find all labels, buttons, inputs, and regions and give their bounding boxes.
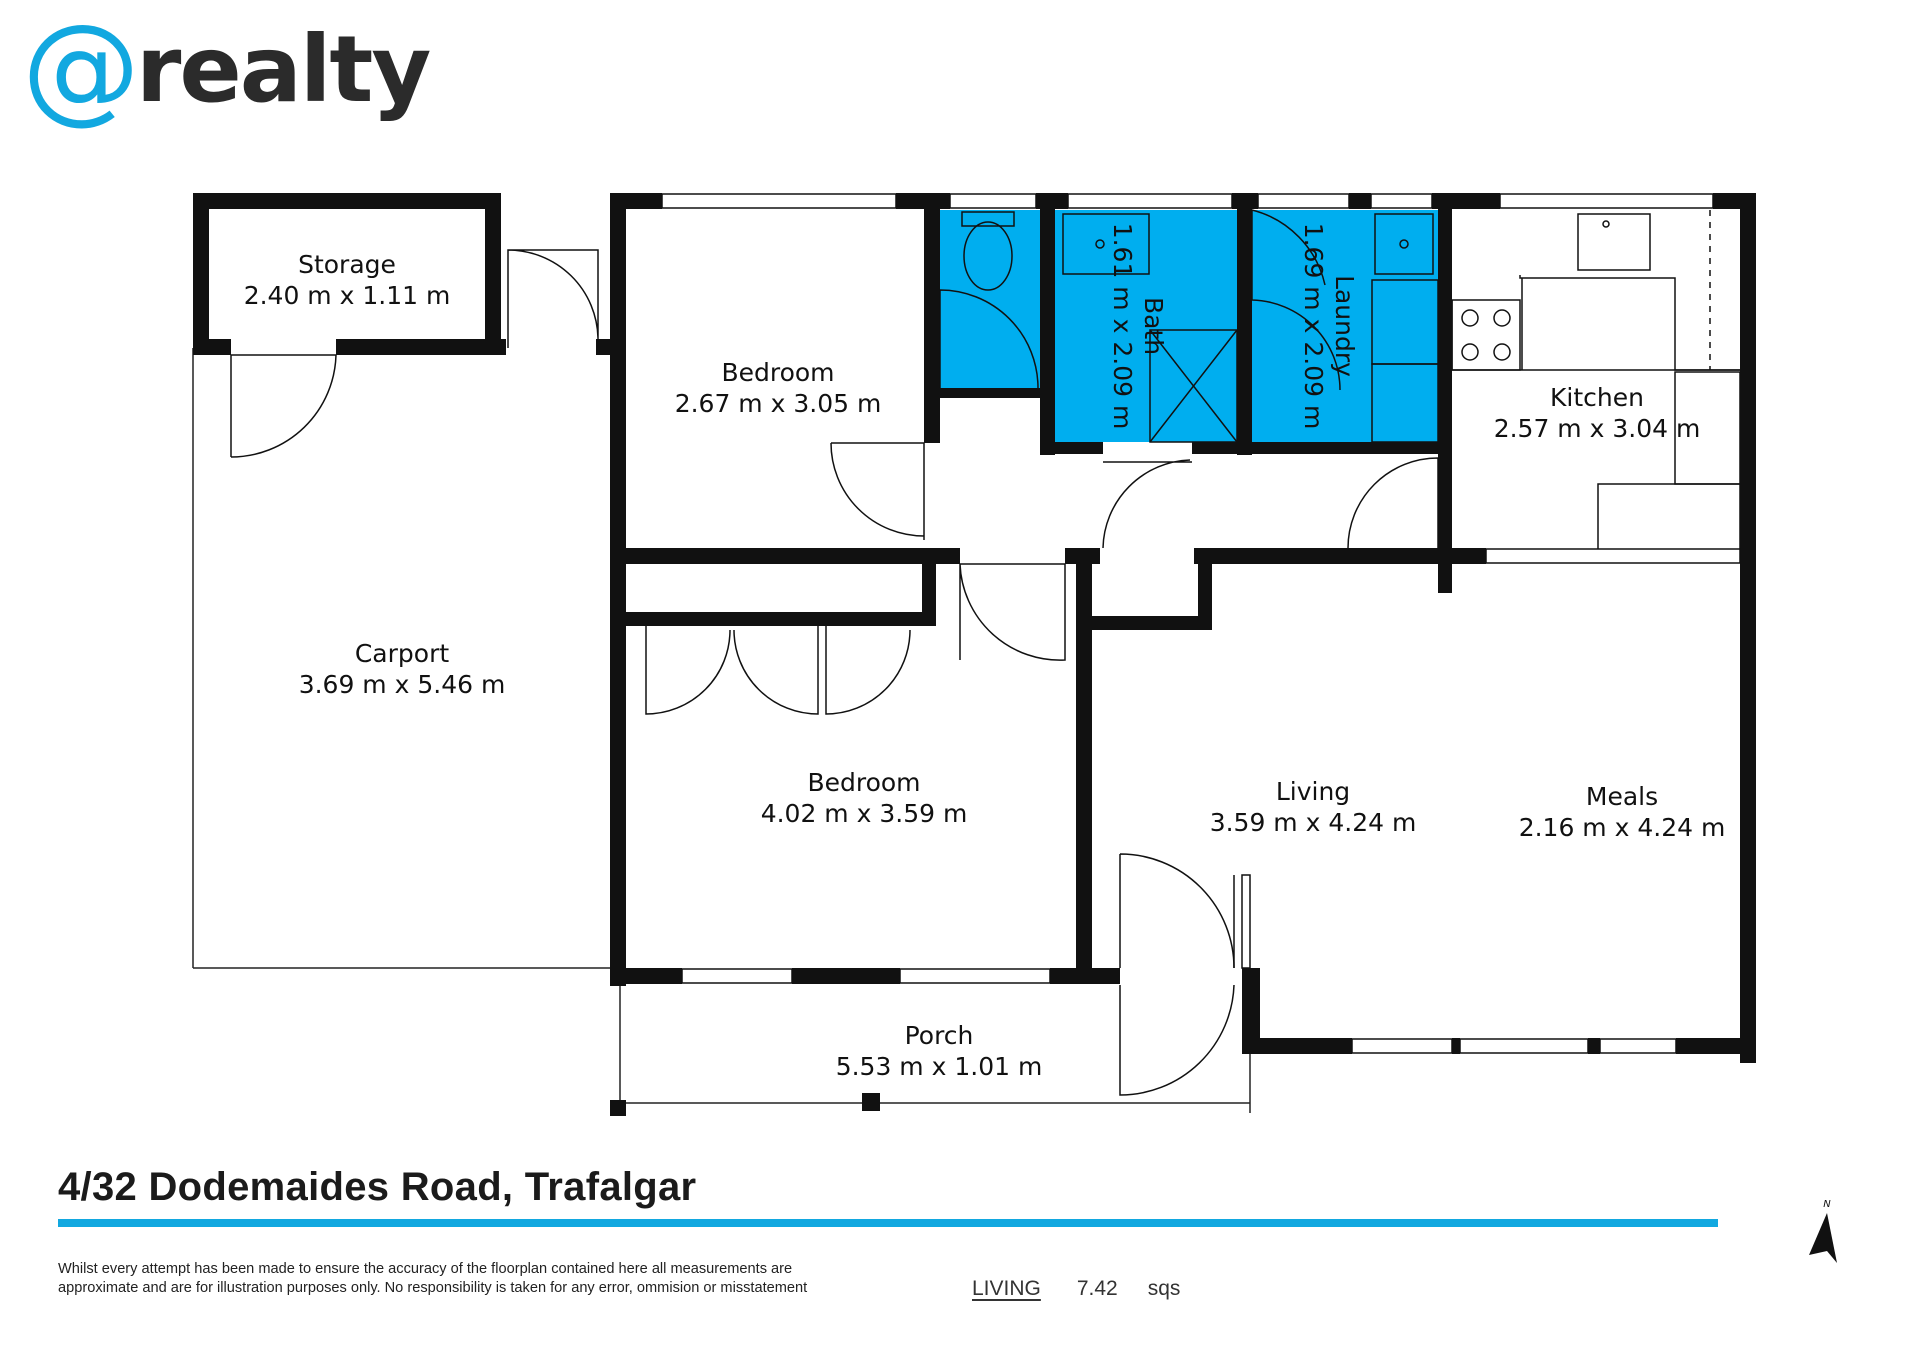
area-label: LIVING xyxy=(972,1277,1041,1300)
hall-nib-bottom xyxy=(1076,616,1212,630)
outer-wall-left xyxy=(610,193,626,986)
bedroom-1-dims: 2.67 m x 3.05 m xyxy=(675,389,882,418)
bench-opening xyxy=(1485,548,1741,564)
disclaimer-text: Whilst every attempt has been made to en… xyxy=(58,1261,808,1296)
toilet-cistern xyxy=(961,211,1015,227)
kitchen-dims: 2.57 m x 3.04 m xyxy=(1494,414,1701,443)
address-underline xyxy=(58,1219,1718,1227)
cooktop xyxy=(1451,299,1521,371)
room-labels: Storage 2.40 m x 1.11 m Bedroom 2.67 m x… xyxy=(244,223,1726,1081)
storage-wall-left xyxy=(193,193,209,355)
window xyxy=(1370,193,1433,209)
living-name: Living xyxy=(1276,777,1350,806)
walls xyxy=(193,193,1756,1063)
north-arrow-icon: N xyxy=(1809,1199,1837,1263)
porch-dims: 5.53 m x 1.01 m xyxy=(836,1052,1043,1081)
window xyxy=(1067,193,1233,209)
area-value: 7.42 xyxy=(1076,1277,1118,1300)
window xyxy=(1499,193,1714,209)
hall-nib-right xyxy=(1198,548,1212,630)
doors xyxy=(230,209,1439,1096)
toilet-area xyxy=(940,210,1040,388)
storage-name: Storage xyxy=(298,250,396,279)
bedroom-1-name: Bedroom xyxy=(721,358,834,387)
porch-post xyxy=(610,1100,626,1116)
bath-wall-right xyxy=(1237,193,1252,455)
toilet-door xyxy=(939,289,1039,389)
kitchen-name: Kitchen xyxy=(1550,383,1644,412)
bath-door xyxy=(1102,459,1192,549)
laundry-wall-right xyxy=(1438,193,1452,593)
window xyxy=(661,193,897,209)
porch-return-wall xyxy=(1242,968,1260,1048)
window xyxy=(899,968,1051,984)
bath-dims: 1.61 m x 2.09 m xyxy=(1108,223,1137,430)
north-label: N xyxy=(1823,1199,1831,1210)
laundry-dims: 1.69 m x 2.09 m xyxy=(1299,223,1328,430)
outer-wall-right xyxy=(1740,193,1756,1063)
meals-name: Meals xyxy=(1586,782,1658,811)
storage-wall-bottom xyxy=(193,339,231,355)
laundry-door xyxy=(1347,457,1439,549)
window xyxy=(681,968,793,984)
area-unit: sqs xyxy=(1147,1277,1181,1300)
storage-door xyxy=(230,354,337,458)
property-address: 4/32 Dodemaides Road, Trafalgar xyxy=(58,1165,697,1209)
bedroom-2-dims: 4.02 m x 3.59 m xyxy=(761,799,968,828)
porch-name: Porch xyxy=(905,1021,974,1050)
carport-dims: 3.69 m x 5.46 m xyxy=(299,670,506,699)
area-summary: LIVING 7.42 sqs xyxy=(972,1277,1180,1301)
front-door xyxy=(1119,853,1235,1096)
storage-wall-right xyxy=(485,193,501,355)
middle-wall xyxy=(610,548,960,564)
bath-name: Bath xyxy=(1139,297,1168,355)
kitchen-sink xyxy=(1577,213,1651,271)
kitchen-island xyxy=(1597,483,1741,555)
meals-dims: 2.16 m x 4.24 m xyxy=(1519,813,1726,842)
laundry-area xyxy=(1252,210,1438,442)
window xyxy=(1257,193,1350,209)
realty-logo: @ realty xyxy=(22,0,431,136)
robe-door-2 xyxy=(733,626,819,715)
window xyxy=(1459,1038,1589,1054)
side-door xyxy=(507,249,599,348)
logo-wordmark: realty xyxy=(136,16,431,123)
robe-door-1 xyxy=(645,626,731,715)
porch-post xyxy=(862,1093,880,1111)
living-dims: 3.59 m x 4.24 m xyxy=(1210,808,1417,837)
carport-name: Carport xyxy=(355,639,449,668)
bed2-door xyxy=(959,563,1066,661)
bed2-wall-right xyxy=(1076,548,1092,968)
bed1-wall-right xyxy=(924,193,940,443)
bed1-door xyxy=(830,442,925,540)
kitchen-bench xyxy=(1519,275,1740,371)
window xyxy=(1599,1038,1677,1054)
living-wall-bottom xyxy=(1242,1038,1352,1054)
windows xyxy=(661,193,1741,1054)
bedroom-2-name: Bedroom xyxy=(807,768,920,797)
window xyxy=(949,193,1037,209)
storage-dims: 2.40 m x 1.11 m xyxy=(244,281,451,310)
window xyxy=(1351,1038,1453,1054)
laundry-tub xyxy=(1374,213,1434,275)
laundry-name: Laundry xyxy=(1330,275,1359,377)
robe-door-3 xyxy=(825,626,911,715)
wet-areas xyxy=(940,210,1438,442)
bath-basin xyxy=(1062,213,1150,275)
storage-wall-top xyxy=(193,193,499,209)
robe-box-wall xyxy=(610,612,922,626)
logo-at-symbol: @ xyxy=(22,0,140,136)
toilet-bowl xyxy=(963,221,1013,291)
front-wall-bottom xyxy=(610,968,682,984)
toilet-wall-right xyxy=(1040,193,1055,455)
laundry-door-inner xyxy=(1251,209,1341,391)
corridor-wall-top xyxy=(940,388,1040,398)
